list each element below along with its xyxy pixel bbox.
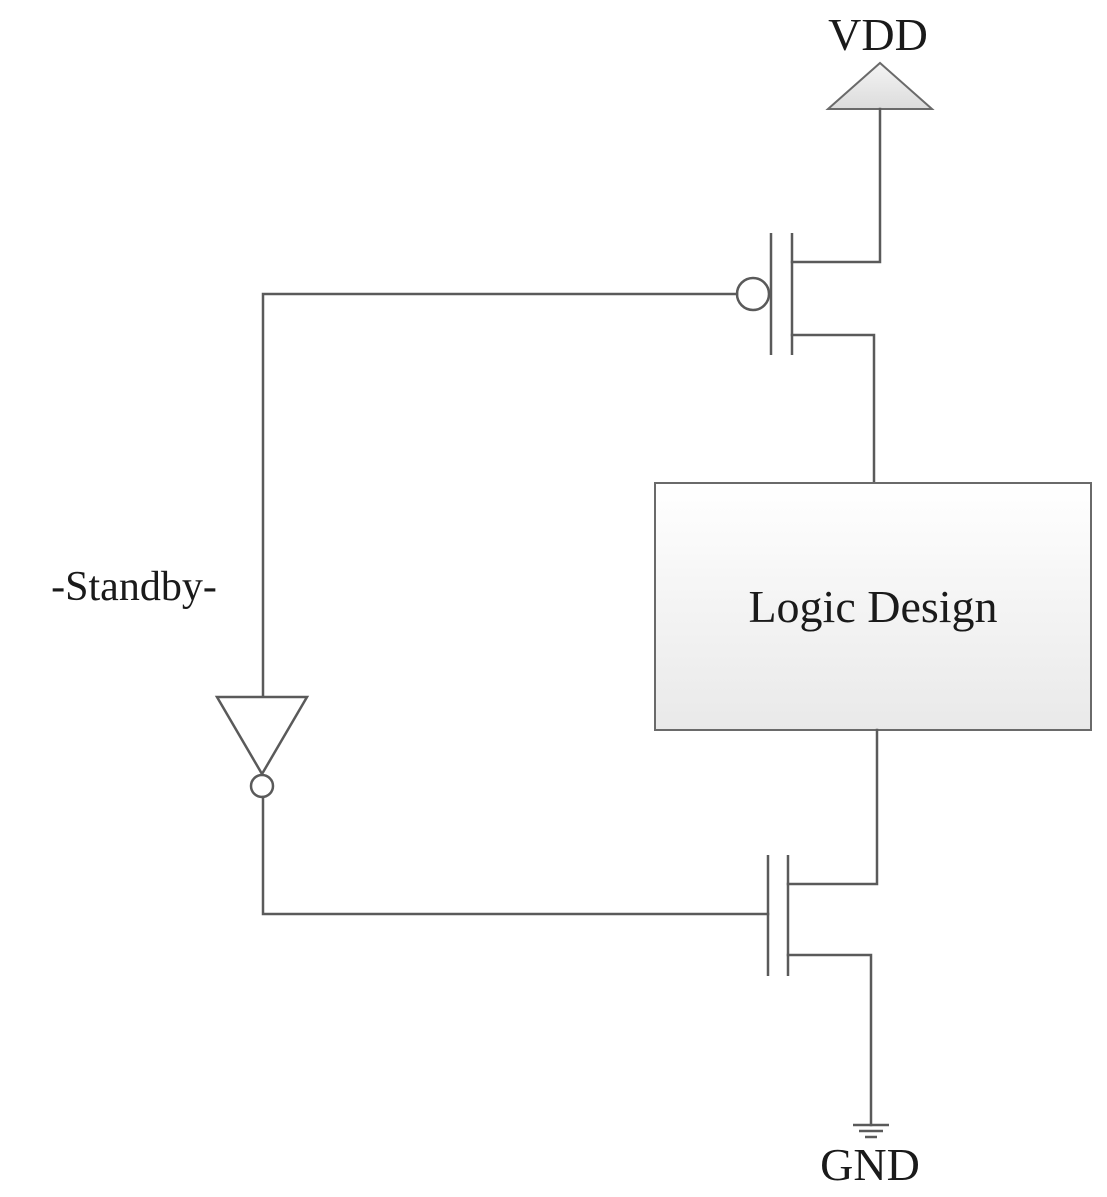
pmos-gate-bubble-icon xyxy=(735,276,771,312)
standby-label: -Standby- xyxy=(51,564,217,610)
inverter-triangle-icon xyxy=(214,695,310,777)
footer-nmos-transistor xyxy=(766,855,790,976)
gnd-wire xyxy=(786,953,873,1127)
logic-design-label: Logic Design xyxy=(748,581,997,632)
vdd-label: VDD xyxy=(828,9,928,60)
virtual-gnd-wire xyxy=(786,728,879,886)
logic-design-block xyxy=(654,482,1092,731)
gnd-label: GND xyxy=(820,1139,920,1190)
inverted-standby-wire xyxy=(261,795,770,916)
vdd-wire xyxy=(790,107,882,264)
inverter-bubble-icon xyxy=(249,773,275,799)
standby-inverter xyxy=(214,695,310,799)
standby-wire xyxy=(261,292,739,699)
ground-icon xyxy=(853,1123,889,1139)
vdd-supply-icon xyxy=(825,61,935,110)
header-pmos-transistor xyxy=(735,233,794,355)
virtual-vdd-wire xyxy=(790,333,876,485)
